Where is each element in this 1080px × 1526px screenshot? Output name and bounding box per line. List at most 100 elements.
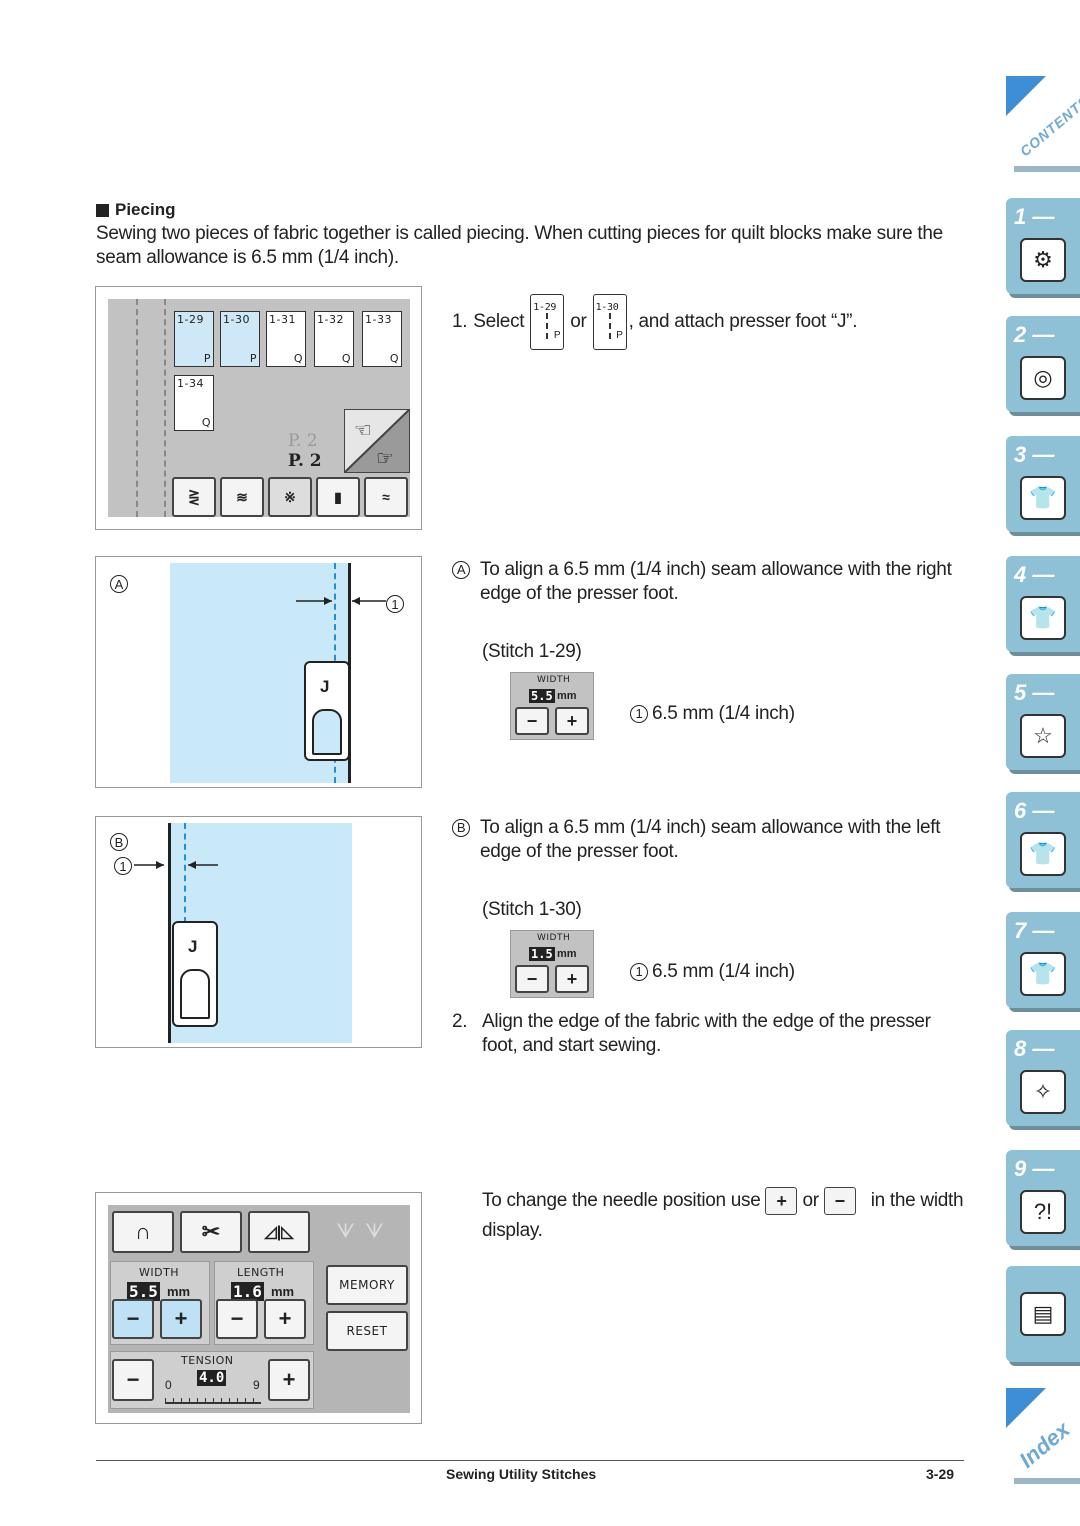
foot-toe [180,969,210,1019]
width-minus-button[interactable]: − [515,707,549,735]
category-buttonhole-button[interactable]: ▮ [316,477,360,517]
tension-value: 4.0 [197,1370,227,1386]
tab-chapter-4[interactable]: 4 — 👕 [1006,556,1080,652]
width-display-b: WIDTH 1.5 mm − + [510,930,594,998]
stitch-selection-figure: 1-29 P 1-30 P 1-31 Q 1-32 Q 1-33 Q 1-34 … [95,286,422,530]
width-minus-button[interactable]: − [515,965,549,993]
category-button-row: ⋛ ≋ ※ ▮ ≈ [172,477,410,517]
width-plus-button[interactable]: + [555,965,589,993]
category-heirloom-button[interactable]: ≈ [364,477,408,517]
width-minus-button[interactable]: − [112,1299,154,1339]
width-value: 5.5 [529,689,555,703]
embroidery-frame-icon: ☆ [1020,714,1066,758]
figure-b-text: B To align a 6.5 mm (1/4 inch) seam allo… [452,816,968,864]
reset-button[interactable]: RESET [326,1311,408,1351]
width-plus-button[interactable]: + [555,707,589,735]
fabric-guide-line-2 [164,299,166,517]
mirror-image-button[interactable]: ◿|◺ [248,1211,310,1253]
seam-guide-line [184,823,186,923]
figure-a-note: 1 6.5 mm (1/4 inch) [630,702,795,726]
minus-key-icon: − [823,1186,856,1215]
stitch-key-1-33[interactable]: 1-33 Q [362,311,402,367]
footer-rule [96,1460,964,1461]
tab-chapter-8[interactable]: 8 — ✧ [1006,1030,1080,1126]
tab-chapter-2[interactable]: 2 — ◎ [1006,316,1080,412]
width-value: 1.5 [529,947,555,961]
tension-max: 9 [253,1378,260,1392]
figure-b-marker: B [110,833,128,851]
tension-min: 0 [165,1378,172,1392]
key-label: 1-29 [533,302,557,313]
stitch-key-1-34[interactable]: 1-34 Q [174,375,214,431]
page-turn-icon: ☜ ☞ [341,406,413,476]
tab-chapter-5[interactable]: 5 — ☆ [1006,674,1080,770]
svg-text:☞: ☞ [376,446,394,470]
tension-minus-button[interactable]: − [112,1359,154,1401]
memory-button[interactable]: MEMORY [326,1265,408,1305]
stitch-key-1-32[interactable]: 1-32 Q [314,311,354,367]
tab-chapter-7[interactable]: 7 — 👕 [1006,912,1080,1008]
page-turn-button[interactable]: ☜ ☞ [341,406,413,476]
width-label: WIDTH [537,675,571,685]
chapter-label: 6 — [1014,798,1055,823]
shirt-edit-icon: 👕 [1020,952,1066,996]
stitch-line-icon [608,313,611,339]
width-unit: mm [557,690,577,702]
category-decorative-button[interactable]: ≋ [220,477,264,517]
figure-a-marker: A [110,575,128,593]
key-label: 1-29 [177,313,204,326]
tab-chapter-9[interactable]: 9 — ?! [1006,1150,1080,1246]
tension-label: TENSION [181,1354,234,1367]
width-display-a: WIDTH 5.5 mm − + [510,672,594,740]
tab-index[interactable]: Index [1006,1388,1080,1486]
thread-cutter-button[interactable]: ✂ [180,1211,242,1253]
svg-text:☜: ☜ [354,418,372,442]
reverse-stitch-button[interactable]: ∩ [112,1211,174,1253]
width-label: WIDTH [537,933,571,943]
stitch-key-1-29[interactable]: 1-29 P [174,311,214,367]
fabric-edge-line [168,823,171,1043]
length-label: LENGTH [237,1266,285,1279]
control-panel-lcd: ∩ ✂ ◿|◺ ᗐᗐ WIDTH 5.5 mm − + LENGTH 1.6 m… [108,1205,410,1413]
key-label: 1-30 [595,302,619,313]
step-1-number: 1. [452,311,468,332]
tab-chapter-3[interactable]: 3 — 👕 [1006,436,1080,532]
shirt-letters-icon: 👕 [1020,596,1066,640]
key-label: 1-31 [269,313,296,326]
stitch-line-icon [546,313,549,339]
presser-foot-letter: J [320,677,330,696]
step-1-rest: , and attach presser foot “J”. [628,311,858,332]
chapter-label: 3 — [1014,442,1055,467]
width-plus-button[interactable]: + [160,1299,202,1339]
tab-contents[interactable]: CONTENTS [1006,76,1080,174]
chapter-label: 1 — [1014,204,1055,229]
figure-b: B 1 J [95,816,422,1048]
key-label: 1-30 [223,313,250,326]
figure-b-text-marker: B [452,819,470,837]
stitch-key-1-30[interactable]: 1-30 P [220,311,260,367]
shirt-design-icon: 👕 [1020,832,1066,876]
key-suffix: Q [389,352,399,365]
maintenance-icon: ✧ [1020,1070,1066,1114]
sewing-machine-icon: ⚙ [1020,238,1066,282]
page-indicator-current: P. 2 [288,451,322,471]
category-satin-button[interactable]: ※ [268,477,312,517]
chapter-label: 2 — [1014,322,1055,347]
tab-appendix[interactable]: ▤ [1006,1266,1080,1362]
stitch-key-1-31[interactable]: 1-31 Q [266,311,306,367]
tab-chapter-6[interactable]: 6 — 👕 [1006,792,1080,888]
length-minus-button[interactable]: − [216,1299,258,1339]
key-suffix: Q [293,352,303,365]
footer-page-number: 3-29 [926,1466,955,1482]
lcd-screen: 1-29 P 1-30 P 1-31 Q 1-32 Q 1-33 Q 1-34 … [108,299,413,517]
key-suffix: Q [201,416,211,429]
key-suffix: Q [341,352,351,365]
callout-1: 1 [386,595,404,613]
category-utility-button[interactable]: ⋛ [172,477,216,517]
tab-chapter-1[interactable]: 1 — ⚙ [1006,198,1080,294]
length-plus-button[interactable]: + [264,1299,306,1339]
figure-a-text: A To align a 6.5 mm (1/4 inch) seam allo… [452,558,968,606]
key-suffix: P [616,330,623,341]
note-marker: 1 [630,705,648,723]
tension-plus-button[interactable]: + [268,1359,310,1401]
